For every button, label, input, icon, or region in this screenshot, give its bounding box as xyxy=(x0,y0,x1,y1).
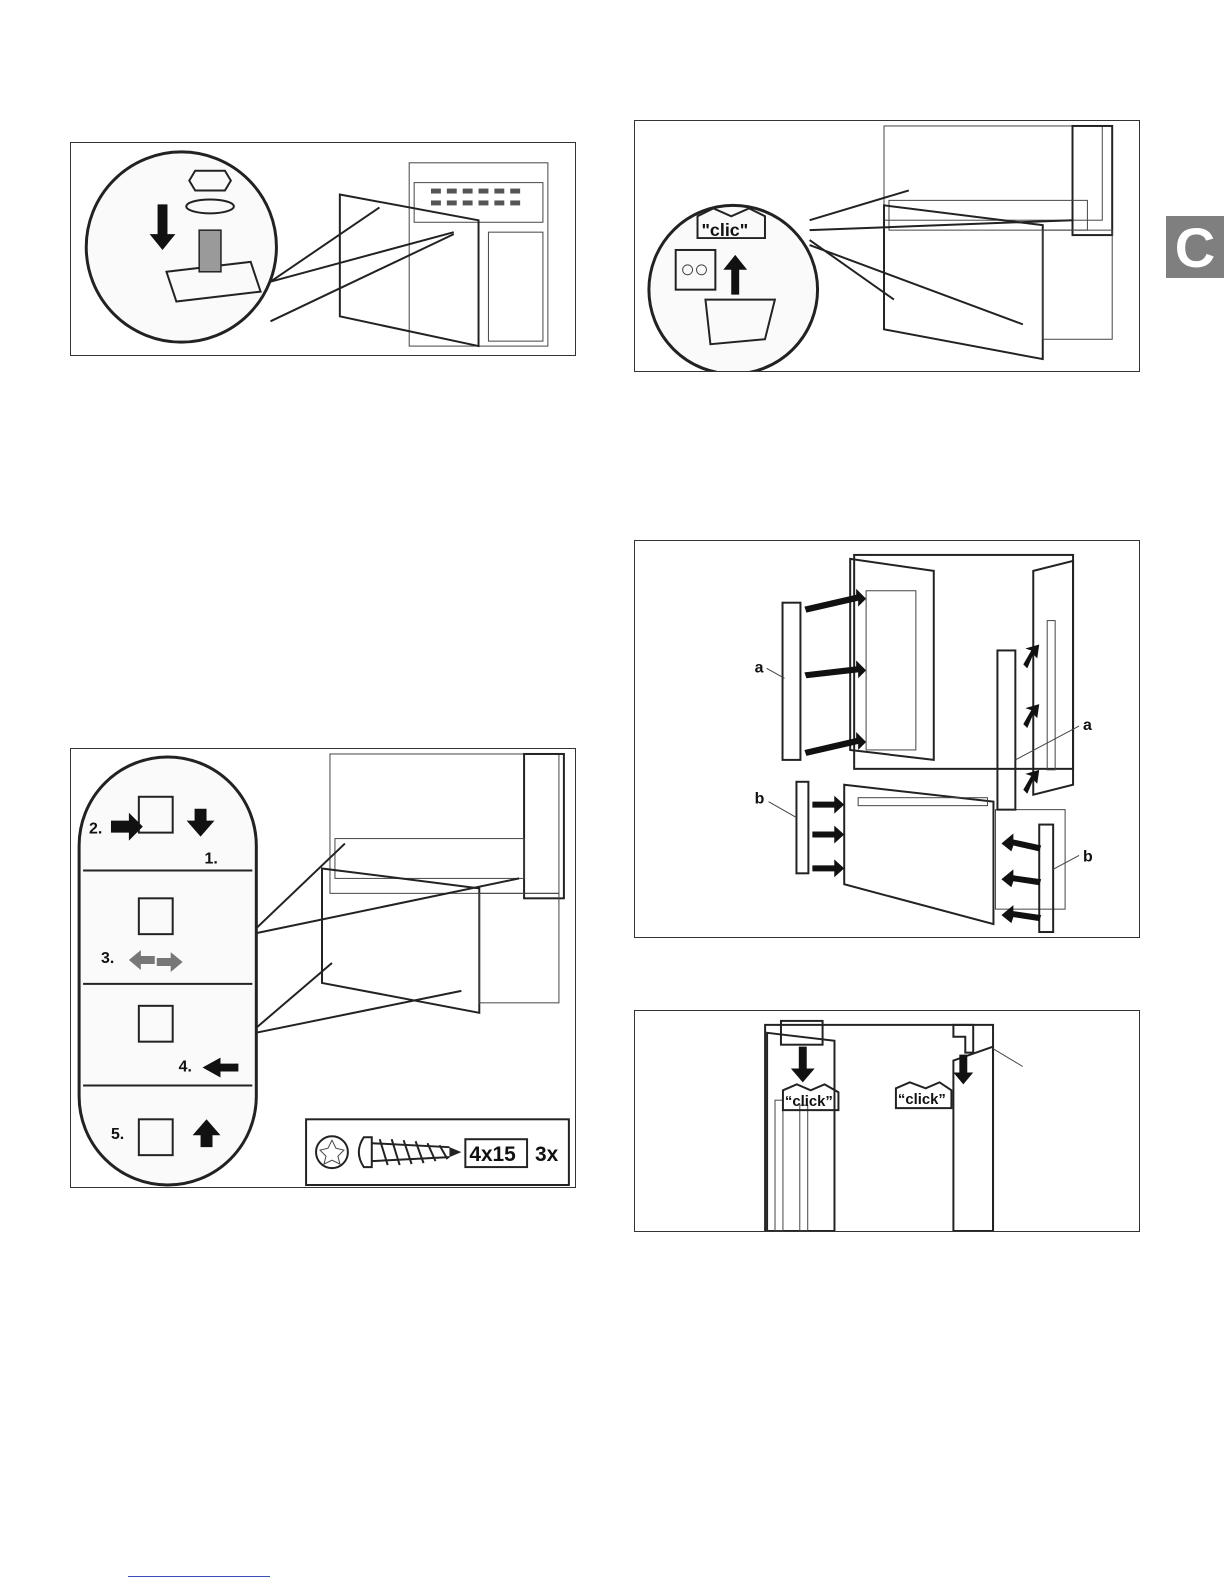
step-1-label: 1. xyxy=(205,850,218,867)
figure-nut-washer-drawing xyxy=(71,143,575,355)
click-label-right: “click” xyxy=(898,1092,946,1108)
footer-link-underline xyxy=(128,1576,270,1577)
step-3-label: 3. xyxy=(101,950,114,967)
figure-clip-clic-drawing: "clic" xyxy=(635,121,1139,371)
label-b-right: b xyxy=(1083,848,1093,865)
step-4-label: 4. xyxy=(179,1059,192,1076)
trim-strip-a-left xyxy=(783,603,801,760)
figure-top-caps-drawing: “click” “click” xyxy=(635,1011,1139,1231)
step-2-label: 2. xyxy=(89,821,102,838)
screw-quantity: 3x xyxy=(535,1143,559,1166)
trim-strip-b-left xyxy=(796,782,808,874)
figure-nut-washer xyxy=(70,142,576,356)
clic-label: "clic" xyxy=(701,220,748,240)
figure-trim-strips-drawing: a a b b xyxy=(635,541,1139,937)
label-a-right: a xyxy=(1083,717,1092,734)
click-label-left: “click” xyxy=(785,1094,833,1110)
label-b-left: b xyxy=(755,791,765,808)
figure-mounting-steps-drawing: 2. 1. 3. 4. 5. 4x15 3x xyxy=(71,749,575,1187)
cap-right xyxy=(953,1025,973,1053)
figure-mounting-steps: 2. 1. 3. 4. 5. 4x15 3x xyxy=(70,748,576,1188)
label-a-left: a xyxy=(755,659,764,676)
figure-top-caps: “click” “click” xyxy=(634,1010,1140,1232)
section-tab: C xyxy=(1166,216,1224,278)
screw-size: 4x15 xyxy=(469,1143,516,1166)
figure-trim-strips: a a b b xyxy=(634,540,1140,938)
step-5-label: 5. xyxy=(111,1126,124,1143)
trim-strip-a-right xyxy=(997,650,1015,809)
figure-clip-clic: "clic" xyxy=(634,120,1140,372)
trim-strip-b-right xyxy=(1039,825,1053,932)
